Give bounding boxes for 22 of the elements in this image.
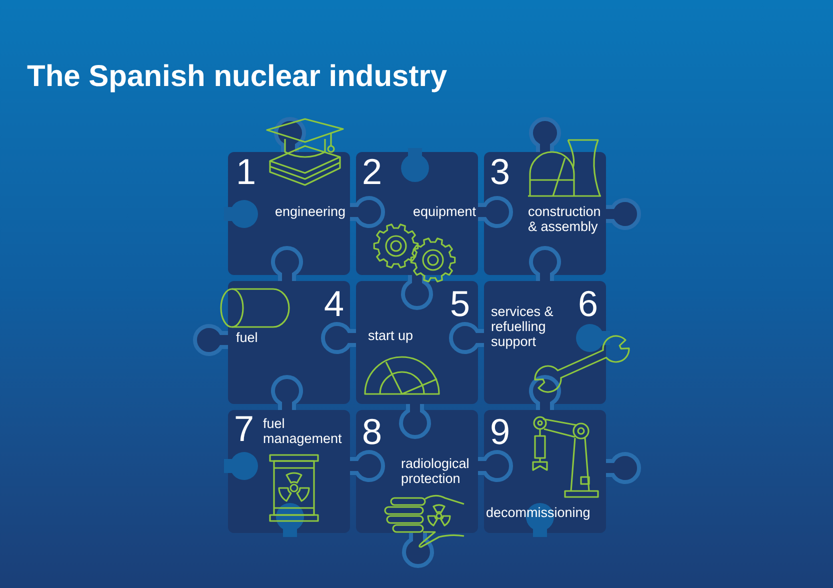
- piece-label: fuel management: [263, 416, 343, 446]
- piece-label: start up: [368, 328, 414, 344]
- piece-label: decommissioning: [486, 505, 592, 520]
- piece-number: 5: [450, 286, 470, 322]
- piece-label: construction & assembly: [528, 204, 602, 234]
- piece-number: 7: [234, 411, 254, 447]
- piece-number: 6: [578, 286, 598, 322]
- puzzle-piece: [228, 410, 350, 533]
- piece-label: services & refuelling support: [491, 304, 554, 350]
- piece-number: 9: [490, 414, 510, 450]
- piece-number: 8: [362, 414, 382, 450]
- piece-number: 1: [236, 154, 256, 190]
- piece-label: equipment: [413, 204, 478, 220]
- piece-number: 2: [362, 154, 382, 190]
- piece-number: 3: [490, 154, 510, 190]
- piece-label: fuel: [236, 330, 259, 346]
- piece-label: engineering: [275, 204, 347, 220]
- puzzle-piece: [356, 281, 478, 404]
- piece-label: radiological protection: [401, 456, 470, 486]
- puzzle-piece: [484, 410, 606, 533]
- title: The Spanish nuclear industry: [27, 59, 448, 95]
- piece-number: 4: [324, 286, 344, 322]
